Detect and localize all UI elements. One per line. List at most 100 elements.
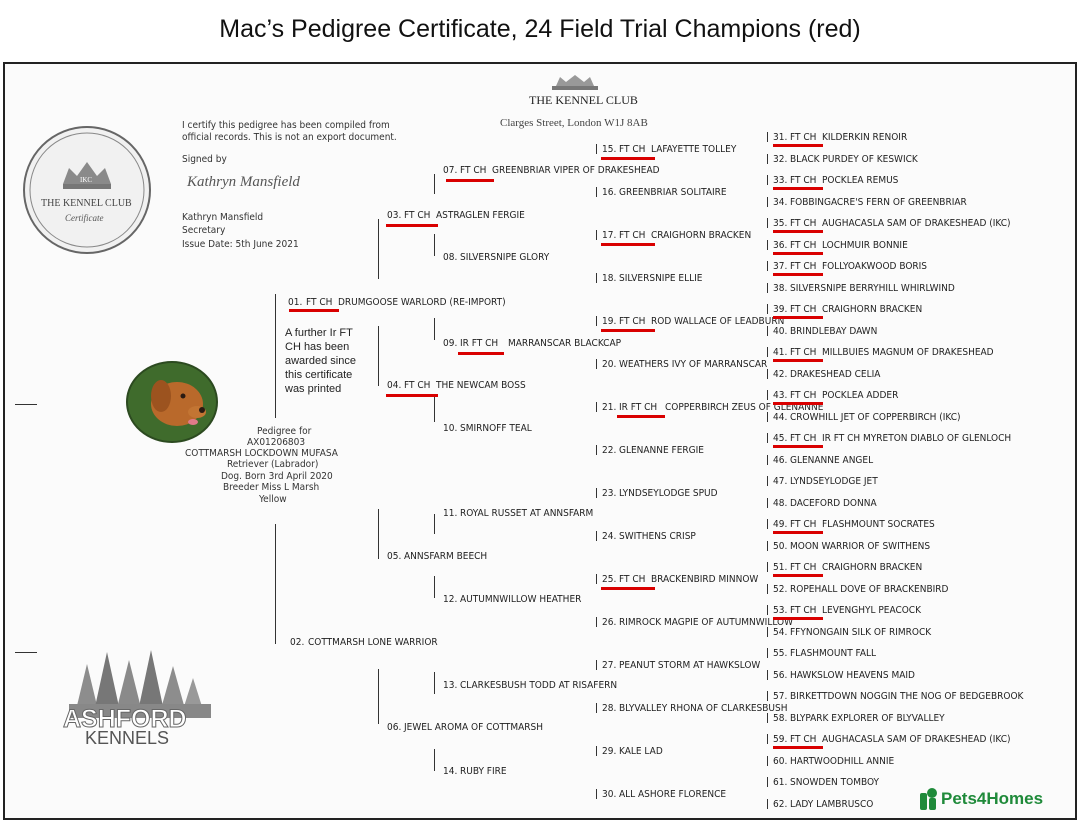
gen3-num-12: 12. bbox=[443, 594, 458, 605]
kennel-club-address: Clarges Street, London W1J 8AB bbox=[500, 117, 648, 129]
champion-underline bbox=[386, 394, 438, 397]
gen5-name-38: SILVERSNIPE BERRYHILL WHIRLWIND bbox=[790, 283, 955, 294]
gen4-name-19: ROD WALLACE OF LEADBURN bbox=[651, 316, 785, 327]
gen5-name-48: DACEFORD DONNA bbox=[790, 498, 877, 509]
signed-by: Signed by bbox=[182, 154, 227, 165]
entry-tick bbox=[767, 154, 768, 164]
gen1-prefix-01: FT CH bbox=[306, 297, 333, 308]
pedigree-certificate: THE KENNEL CLUB Clarges Street, London W… bbox=[3, 62, 1077, 820]
champion-underline bbox=[773, 617, 823, 620]
entry-tick bbox=[767, 412, 768, 422]
gen4-name-26: RIMROCK MAGPIE OF AUTUMNWILLOW bbox=[619, 617, 793, 628]
gen4-num-22: 22. bbox=[602, 445, 617, 456]
gen5-name-53: LEVENGHYL PEACOCK bbox=[822, 605, 921, 616]
gen4-num-17: 17. bbox=[602, 230, 617, 241]
champion-underline bbox=[773, 445, 823, 448]
entry-tick bbox=[767, 670, 768, 680]
entry-tick bbox=[596, 144, 597, 154]
entry-tick bbox=[596, 445, 597, 455]
connector-line bbox=[378, 326, 379, 386]
gen4-name-29: KALE LAD bbox=[619, 746, 663, 757]
gen1-num-02: 02. bbox=[290, 637, 305, 648]
gen4-num-27: 27. bbox=[602, 660, 617, 671]
gen5-num-62: 62. bbox=[773, 799, 788, 810]
gen5-name-35: AUGHACASLA SAM OF DRAKESHEAD (IKC) bbox=[822, 218, 1011, 229]
entry-tick bbox=[767, 175, 768, 185]
gen3-name-08: SILVERSNIPE GLORY bbox=[460, 252, 550, 263]
entry-tick bbox=[767, 777, 768, 787]
gen5-prefix-33: FT CH bbox=[790, 175, 817, 186]
brand-name: Pets4Homes bbox=[941, 789, 1044, 808]
entry-tick bbox=[767, 261, 768, 271]
champion-underline bbox=[773, 273, 823, 276]
gen5-num-55: 55. bbox=[773, 648, 788, 659]
gen5-num-33: 33. bbox=[773, 175, 788, 186]
gen5-prefix-45: FT CH bbox=[790, 433, 817, 444]
gen4-name-17: CRAIGHORN BRACKEN bbox=[651, 230, 752, 241]
entry-tick bbox=[596, 488, 597, 498]
gen3-num-10: 10. bbox=[443, 423, 458, 434]
gen3-name-12: AUTUMNWILLOW HEATHER bbox=[460, 594, 582, 605]
gen4-num-20: 20. bbox=[602, 359, 617, 370]
note-line: awarded since bbox=[285, 355, 356, 367]
gen2-num-06: 06. bbox=[387, 722, 402, 733]
champion-underline bbox=[386, 224, 438, 227]
entry-tick bbox=[767, 541, 768, 551]
gen5-name-60: HARTWOODHILL ANNIE bbox=[790, 756, 895, 767]
forest-icon bbox=[69, 650, 211, 718]
ashford-name: ASHFORD bbox=[63, 705, 188, 733]
connector-line bbox=[434, 318, 435, 340]
gen5-num-56: 56. bbox=[773, 670, 788, 681]
gen3-prefix-09: IR FT CH bbox=[460, 338, 499, 349]
gen4-name-25: BRACKENBIRD MINNOW bbox=[651, 574, 759, 585]
gen2-num-05: 05. bbox=[387, 551, 402, 562]
entry-tick bbox=[767, 627, 768, 637]
entry-tick bbox=[767, 132, 768, 142]
connector-line bbox=[434, 749, 435, 771]
gen5-num-41: 41. bbox=[773, 347, 788, 358]
secretary-name: Kathryn Mansfield bbox=[182, 212, 264, 223]
dog-photo bbox=[126, 361, 218, 443]
ashford-kennels: KENNELS bbox=[85, 728, 170, 748]
entry-tick bbox=[767, 347, 768, 357]
certify-line-2: official records. This is not an export … bbox=[182, 132, 397, 143]
gen5-num-31: 31. bbox=[773, 132, 788, 143]
connector-line bbox=[434, 234, 435, 256]
seal-center: IKC bbox=[80, 176, 93, 184]
note-line: this certificate bbox=[285, 369, 353, 381]
champion-underline bbox=[773, 187, 823, 190]
gen3-name-07: GREENBRIAR VIPER OF DRAKESHEAD bbox=[492, 165, 660, 176]
gen5-num-54: 54. bbox=[773, 627, 788, 638]
dog-breed: Retriever (Labrador) bbox=[227, 459, 319, 470]
gen5-num-34: 34. bbox=[773, 197, 788, 208]
gen5-num-35: 35. bbox=[773, 218, 788, 229]
entry-tick bbox=[767, 283, 768, 293]
gen4-num-21: 21. bbox=[602, 402, 617, 413]
gen5-name-61: SNOWDEN TOMBOY bbox=[790, 777, 879, 788]
gen5-prefix-36: FT CH bbox=[790, 240, 817, 251]
entry-tick bbox=[596, 230, 597, 240]
connector-line bbox=[434, 576, 435, 598]
paw-icon bbox=[920, 788, 937, 810]
gen4-name-21: COPPERBIRCH ZEUS OF GLENANNE bbox=[665, 402, 824, 413]
entry-tick bbox=[767, 390, 768, 400]
gen5-prefix-39: FT CH bbox=[790, 304, 817, 315]
gen4-name-20: WEATHERS IVY OF MARRANSCAR bbox=[619, 359, 768, 370]
gen3-num-08: 08. bbox=[443, 252, 458, 263]
gen3-name-09: MARRANSCAR BLACKCAP bbox=[508, 338, 622, 349]
gen5-num-53: 53. bbox=[773, 605, 788, 616]
gen4-num-23: 23. bbox=[602, 488, 617, 499]
champion-underline bbox=[773, 531, 823, 534]
gen4-num-28: 28. bbox=[602, 703, 617, 714]
gen2-num-03: 03. bbox=[387, 210, 402, 221]
gen5-name-36: LOCHMUIR BONNIE bbox=[822, 240, 908, 251]
gen5-num-58: 58. bbox=[773, 713, 788, 724]
champion-underline bbox=[601, 329, 655, 332]
signature: Kathryn Mansfield bbox=[187, 174, 300, 190]
gen5-name-58: BLYPARK EXPLORER OF BLYVALLEY bbox=[790, 713, 945, 724]
champion-underline bbox=[617, 415, 665, 418]
margin-mark bbox=[15, 404, 37, 405]
gen4-prefix-25: FT CH bbox=[619, 574, 646, 585]
gen5-prefix-51: FT CH bbox=[790, 562, 817, 573]
gen5-prefix-59: FT CH bbox=[790, 734, 817, 745]
